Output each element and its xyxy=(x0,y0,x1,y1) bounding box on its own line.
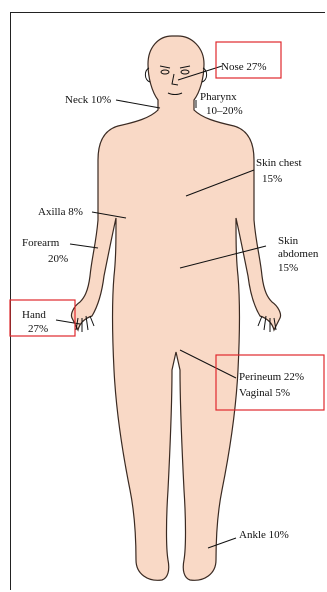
body-silhouette xyxy=(71,36,280,580)
label-skin-abdomen-3: 15% xyxy=(278,262,298,274)
label-neck: Neck 10% xyxy=(65,94,111,106)
label-forearm-value: 20% xyxy=(48,253,68,265)
label-pharynx-name: Pharynx xyxy=(200,91,237,103)
leader-forearm xyxy=(70,244,98,248)
leader-neck xyxy=(116,100,160,108)
label-forearm-name: Forearm xyxy=(22,237,60,249)
label-axilla: Axilla 8% xyxy=(38,206,83,218)
label-pharynx-value: 10–20% xyxy=(206,105,243,117)
label-ankle: Ankle 10% xyxy=(239,529,289,541)
label-vaginal: Vaginal 5% xyxy=(239,387,290,399)
label-hand-name: Hand xyxy=(22,309,46,321)
label-skin-chest-name: Skin chest xyxy=(256,157,302,169)
label-skin-abdomen-2: abdomen xyxy=(278,248,319,260)
label-nose: Nose 27% xyxy=(221,61,267,73)
label-skin-abdomen-1: Skin xyxy=(278,235,299,247)
label-skin-chest-value: 15% xyxy=(262,173,282,185)
label-perineum: Perineum 22% xyxy=(239,371,304,383)
label-hand-value: 27% xyxy=(28,323,48,335)
